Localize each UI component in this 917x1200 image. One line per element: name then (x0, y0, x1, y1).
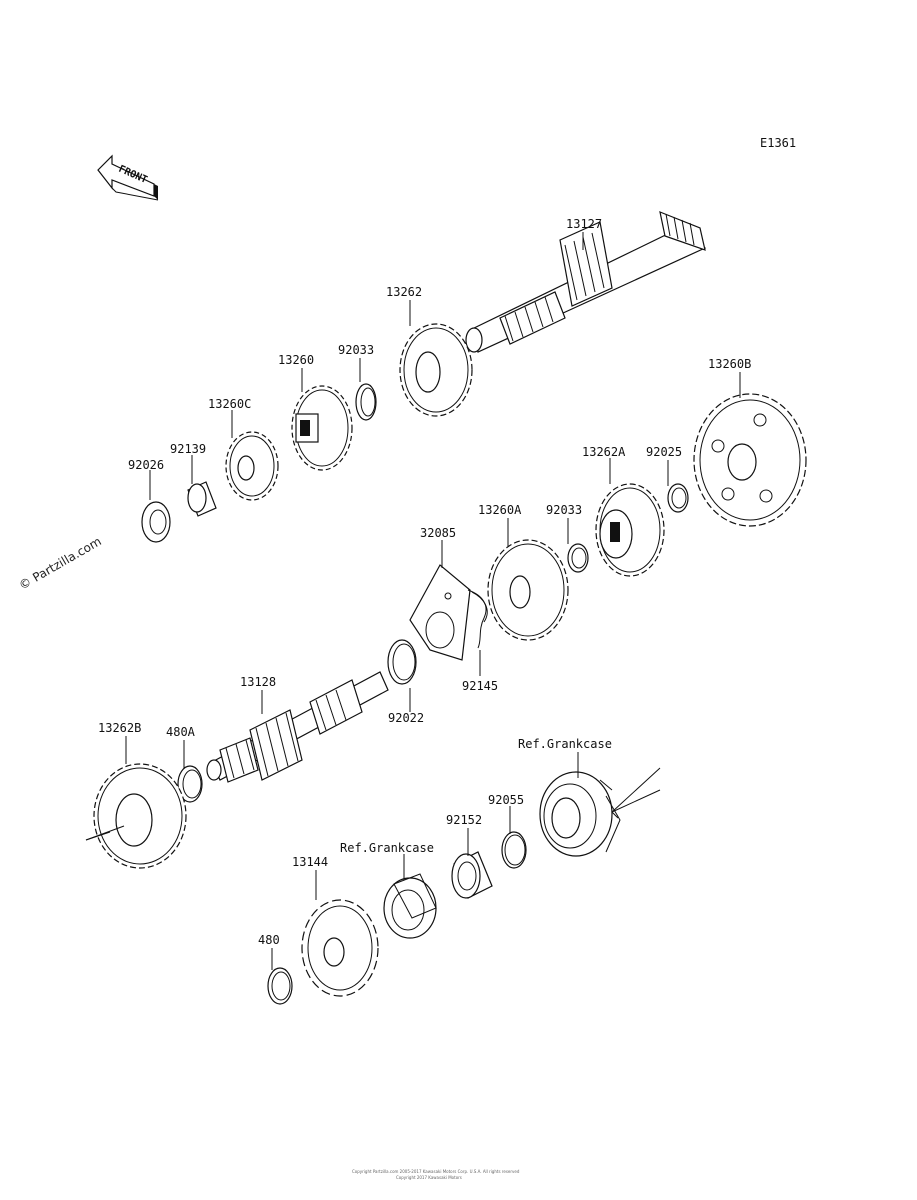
label-92022: 92022 (388, 711, 424, 725)
gear-13262B (85, 763, 187, 869)
circlip-480 (267, 967, 293, 1005)
sprocket-13144 (301, 899, 379, 997)
gear-13260 (291, 385, 353, 471)
label-13127: 13127 (566, 217, 602, 231)
label-13262A: 13262A (582, 445, 626, 459)
plate-32085 (409, 564, 471, 661)
label-92055: 92055 (488, 793, 524, 807)
label-480: 480 (258, 933, 280, 947)
label-13260B: 13260B (708, 357, 751, 371)
footer-line-2: Copyright 2017 Kawasaki Motors (396, 1175, 462, 1180)
label-ref-crankcase-right: Ref.Grankcase (518, 737, 612, 751)
label-92025: 92025 (646, 445, 682, 459)
ring-92033-top (355, 383, 377, 421)
label-32085: 32085 (420, 526, 456, 540)
ring-92055 (501, 831, 527, 869)
seal-ref-crankcase-left (383, 873, 437, 939)
label-92152: 92152 (446, 813, 482, 827)
ring-92022 (387, 639, 417, 685)
gear-13262 (399, 323, 473, 417)
label-92033-mid: 92033 (546, 503, 582, 517)
collar-92152 (451, 851, 493, 899)
washer-92026 (141, 501, 171, 543)
shaft-13127 (465, 211, 707, 353)
label-13128: 13128 (240, 675, 276, 689)
gear-13260A (487, 539, 569, 641)
label-92033-top: 92033 (338, 343, 374, 357)
ring-92025 (667, 483, 689, 513)
spring-92145 (467, 589, 488, 649)
label-13262: 13262 (386, 285, 422, 299)
gear-13260B (693, 393, 807, 527)
gear-13262A (595, 483, 665, 577)
bearing-ref-crankcase-right (539, 767, 661, 857)
label-13260: 13260 (278, 353, 314, 367)
ring-92033-mid (567, 543, 589, 573)
gear-13260C (225, 431, 279, 501)
label-13262B: 13262B (98, 721, 141, 735)
label-92026: 92026 (128, 458, 164, 472)
label-13144: 13144 (292, 855, 328, 869)
front-arrow-icon: FRONT (97, 154, 159, 201)
diagram-code: E1361 (760, 136, 796, 150)
watermark: © Partzilla.com (17, 534, 104, 592)
circlip-480A (177, 765, 203, 803)
label-ref-crankcase-left: Ref.Grankcase (340, 841, 434, 855)
label-480A: 480A (166, 725, 196, 739)
label-92139: 92139 (170, 442, 206, 456)
label-13260A: 13260A (478, 503, 522, 517)
footer-line-1: Copyright Partzilla.com 2005-2017 Kawasa… (352, 1169, 520, 1174)
bushing-92139 (187, 481, 217, 517)
label-92145: 92145 (462, 679, 498, 693)
label-13260C: 13260C (208, 397, 251, 411)
shaft-13128 (206, 671, 389, 783)
